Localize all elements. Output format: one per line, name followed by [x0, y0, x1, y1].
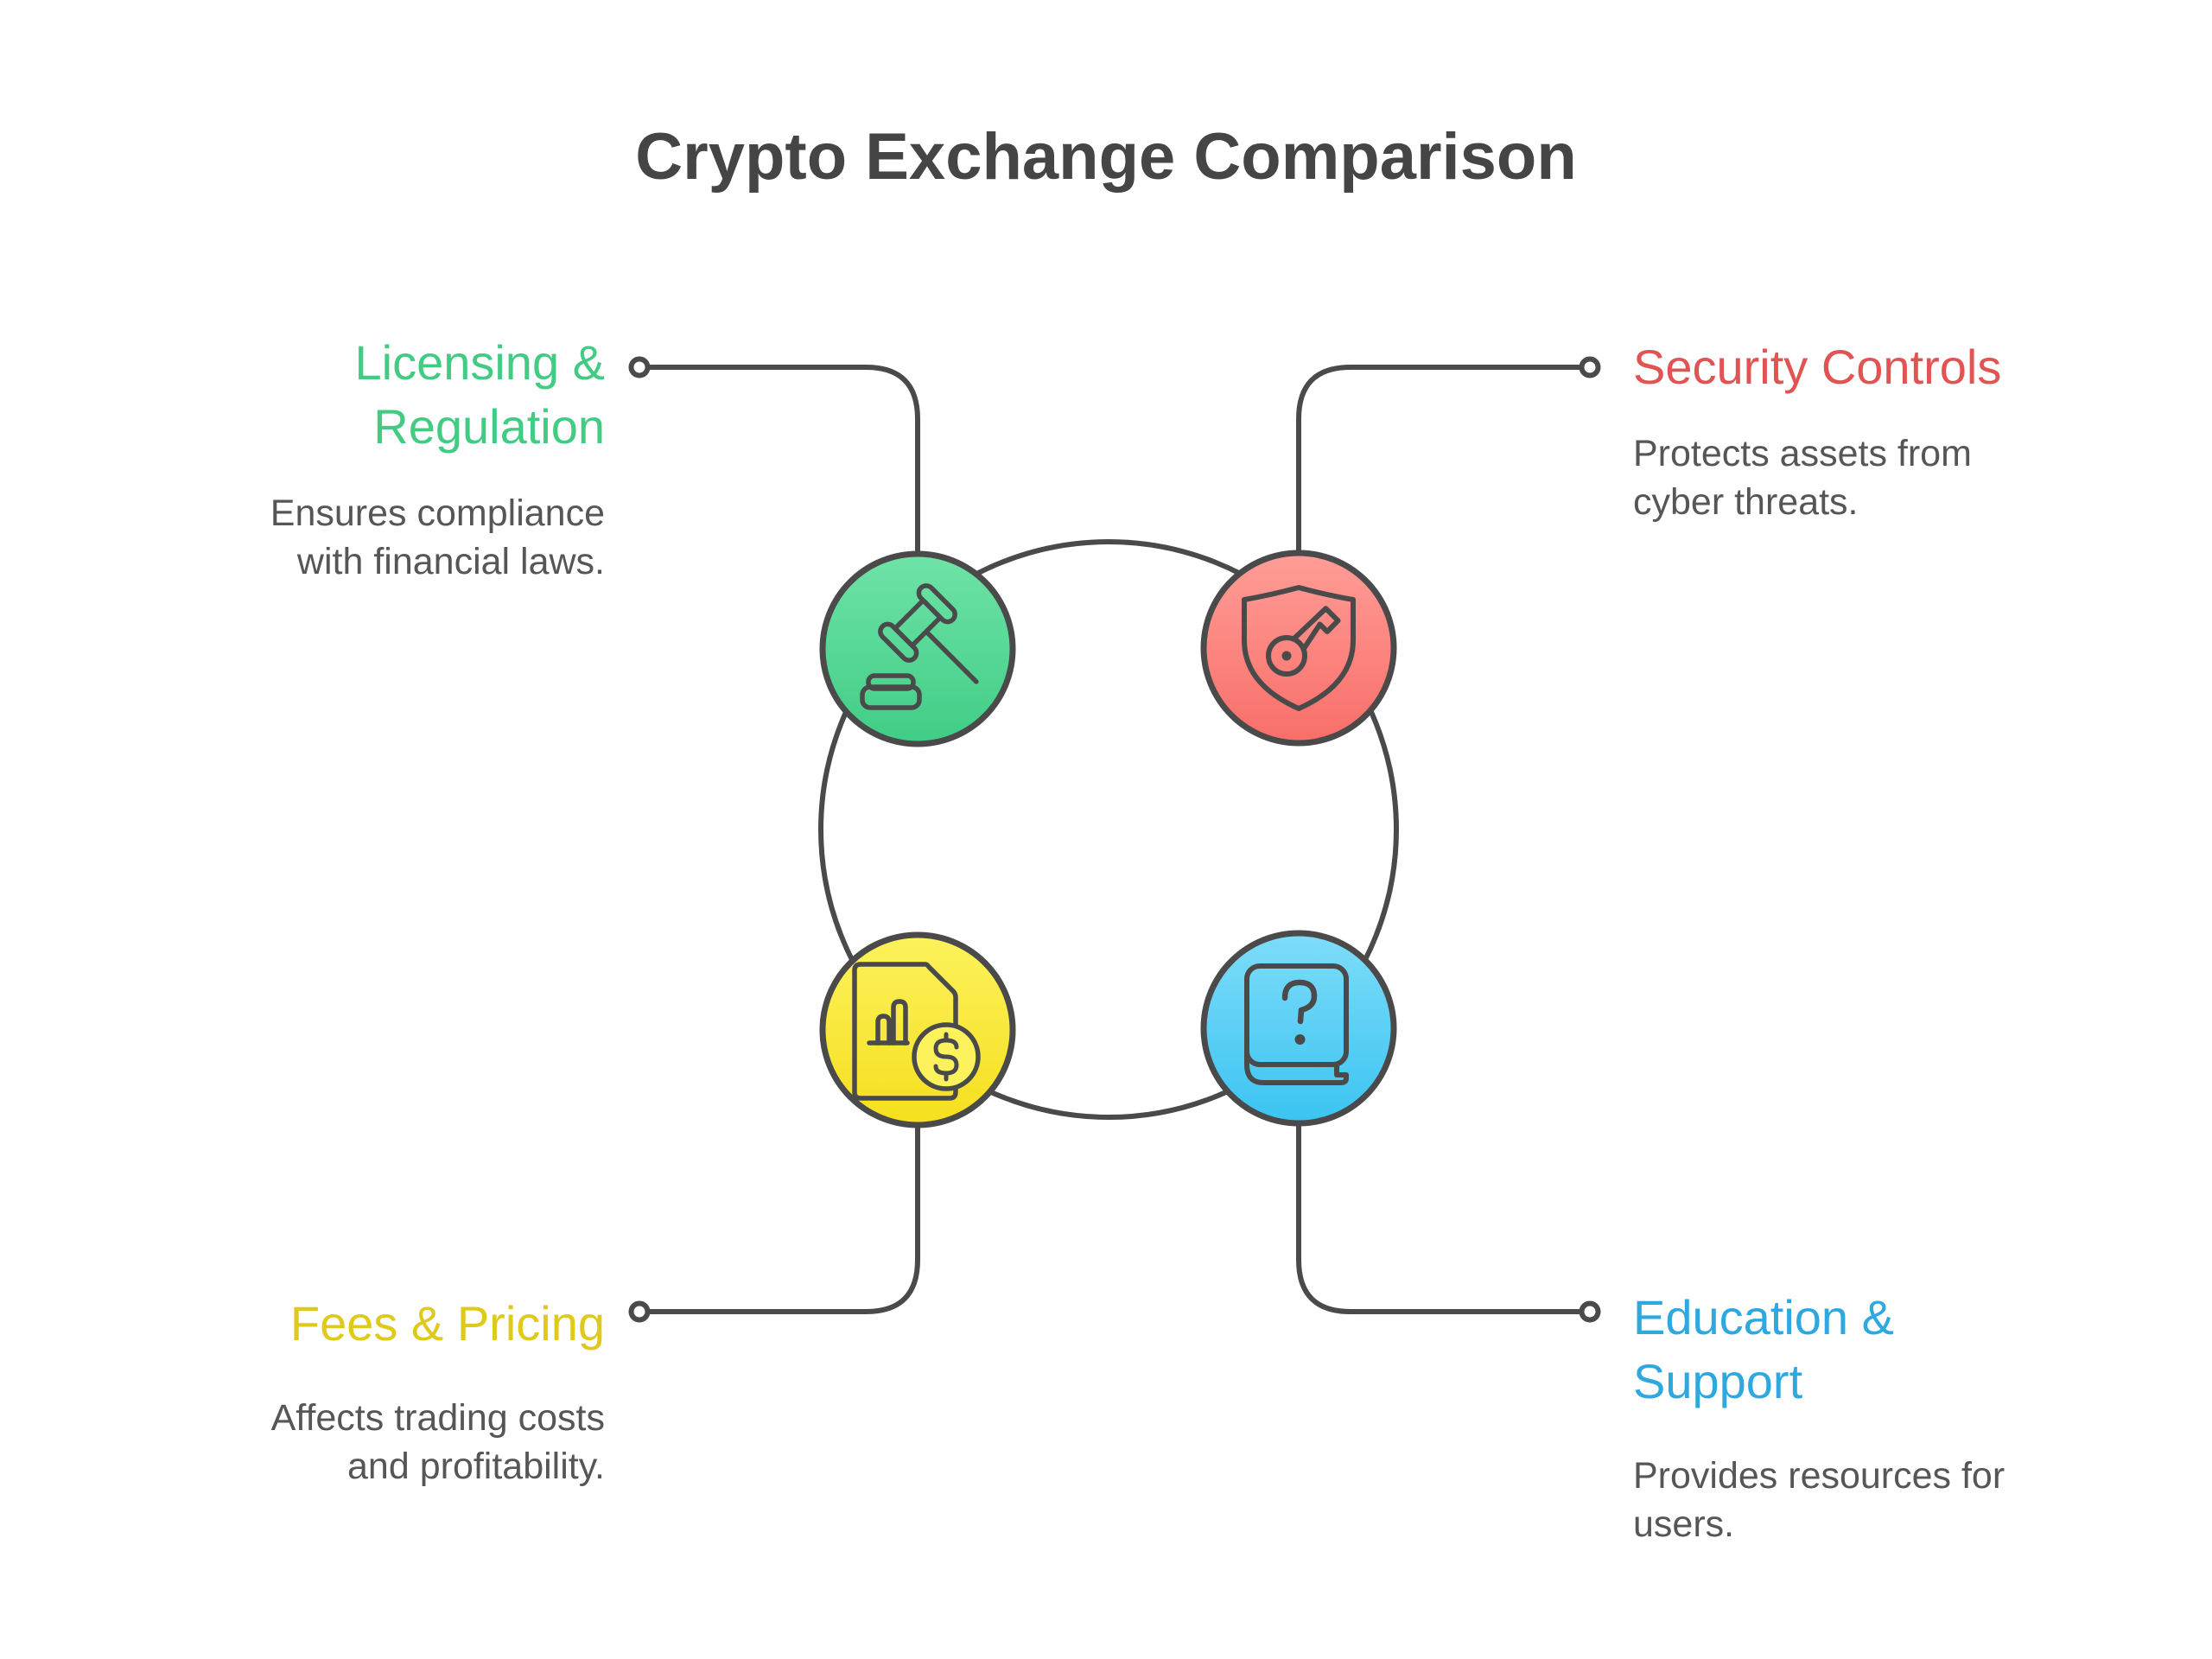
- node-label-education: Education & Support: [1633, 1290, 1894, 1408]
- center-circle: [818, 539, 1399, 1120]
- question-mark: [1281, 979, 1318, 1025]
- page-title: Crypto Exchange Comparison: [635, 120, 1577, 194]
- connector-education: [1296, 1077, 1601, 1323]
- node-text-education: Education & Support Provides resources f…: [1633, 1286, 2039, 1549]
- chart-bars: [875, 999, 908, 1046]
- node-description-security: Protects assets from cyber threats.: [1633, 432, 1972, 523]
- shield-outline: [1242, 585, 1356, 711]
- node-text-licensing: Licensing & Regulation Ensures complianc…: [207, 331, 605, 587]
- connector-endpoint-dot: [1579, 356, 1601, 378]
- question-dot: [1294, 1034, 1306, 1045]
- key-ring: [1266, 635, 1307, 677]
- document-dollar-icon: [852, 962, 981, 1101]
- node-description-licensing: Ensures compliance with financial laws.: [270, 492, 605, 582]
- node-label-security: Security Controls: [1633, 340, 2002, 394]
- key-dot: [1281, 651, 1292, 661]
- connector-security: [1296, 356, 1601, 607]
- node-label-fees: Fees & Pricing: [289, 1296, 605, 1351]
- document-outline: [852, 962, 958, 1101]
- connector-licensing: [628, 356, 920, 607]
- node-description-fees: Affects trading costs and profitability.: [270, 1396, 605, 1487]
- gavel-base-bottom: [860, 684, 922, 710]
- education-node-circle: [1200, 930, 1397, 1127]
- node-description-education: Provides resources for users.: [1633, 1454, 2005, 1545]
- node-label-licensing: Licensing & Regulation: [354, 335, 605, 454]
- security-node-circle: [1200, 550, 1397, 747]
- book-pages: [1244, 1041, 1349, 1085]
- dollar-sign: [933, 1032, 959, 1082]
- connector-endpoint-dot: [628, 1300, 651, 1323]
- node-text-fees: Fees & Pricing Affects trading costs and…: [207, 1292, 605, 1491]
- connector-endpoint-dot: [628, 356, 651, 378]
- book-cover: [1244, 963, 1349, 1067]
- node-text-security: Security Controls Protects assets from c…: [1633, 335, 2039, 527]
- gavel-icon: [860, 583, 979, 710]
- key-stem: [1292, 606, 1341, 651]
- connector-fees: [628, 1077, 920, 1323]
- book-question-icon: [1244, 963, 1349, 1085]
- shield-key-icon: [1242, 585, 1356, 711]
- connector-endpoint-dot: [1579, 1300, 1601, 1323]
